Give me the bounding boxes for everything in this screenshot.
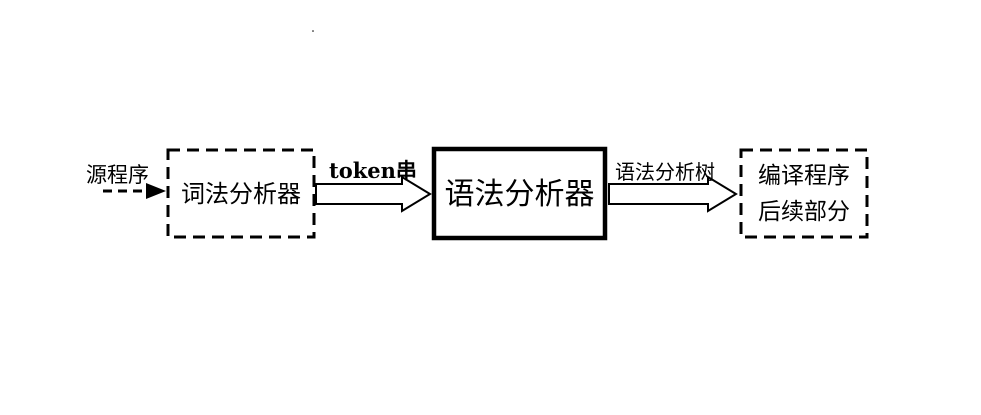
lexer-label: 词法分析器 [181,180,301,208]
stray-dot [312,30,314,32]
backend-label-line2: 后续部分 [758,199,850,225]
source-program-label: 源程序 [86,163,149,187]
backend-label-line1: 编译程序 [758,163,850,189]
parser-label: 语法分析器 [445,177,595,212]
input-arrow [103,183,166,199]
parse-tree-label: 语法分析树 [615,160,715,184]
backend-box: 编译程序 后续部分 [739,148,869,239]
parse-tree-arrow [608,175,738,213]
token-arrow [315,175,432,213]
lexer-box: 词法分析器 [166,148,316,239]
token-string-label: token串 [329,158,417,183]
parser-box: 语法分析器 [431,146,608,241]
